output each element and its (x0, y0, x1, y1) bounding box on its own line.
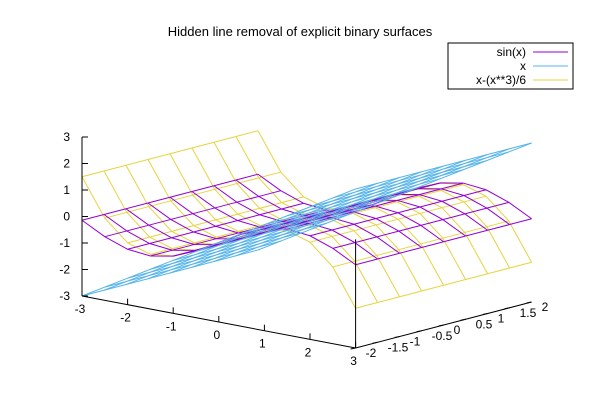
y-tick-mark (526, 301, 532, 304)
surface-line-x (104, 171, 281, 219)
z-tick-label: 0 (63, 210, 70, 224)
z-tick-label: -2 (59, 263, 70, 277)
y-tick-label: -1 (410, 335, 421, 349)
x-tick-label: 0 (213, 328, 220, 342)
surface-line-x (104, 240, 281, 288)
y-tick-mark (372, 341, 378, 344)
y-tick-mark (504, 307, 510, 310)
y-tick-mark (460, 318, 466, 321)
y-tick-mark (394, 336, 400, 339)
surface-1 (81, 142, 532, 297)
z-tick-label: 1 (63, 183, 70, 197)
axes (81, 136, 532, 350)
z-tick-label: 2 (63, 157, 70, 171)
y-tick-mark (438, 324, 444, 327)
surface-line-x (104, 190, 281, 238)
surface-line-x (332, 201, 509, 249)
surface-line-x (309, 160, 487, 208)
surface-line-x (218, 196, 395, 243)
surface-line-x (173, 213, 350, 261)
surface-line-x (241, 187, 418, 235)
x-tick-label: -1 (166, 319, 177, 333)
y-tick-label: -1.5 (388, 340, 409, 354)
surface-line-x (309, 189, 487, 237)
y-tick-label: 1.5 (520, 306, 537, 320)
z-tick-label: -3 (59, 289, 70, 303)
legend-label: x (520, 59, 526, 73)
y-tick-mark (416, 330, 422, 333)
surface-line-x (81, 130, 259, 178)
y-tick-label: 0.5 (476, 317, 493, 331)
legend: sin(x)xx-(x**3)/6 (447, 42, 574, 90)
surface-line-x (81, 173, 259, 221)
y-tick-mark (482, 313, 488, 316)
x-tick-label: -3 (75, 302, 86, 316)
chart-title: Hidden line removal of explicit binary s… (168, 24, 433, 39)
x-tick-label: 2 (305, 345, 312, 359)
z-tick-label: 3 (63, 130, 70, 144)
surface-line-x (355, 142, 532, 190)
surface-line-x (355, 218, 532, 266)
surface-line-x (355, 261, 532, 309)
surface-line-x (264, 178, 441, 226)
surface-line-x (127, 231, 304, 279)
x-tick-label: 1 (259, 337, 266, 351)
y-tick-label: 2 (542, 300, 549, 314)
legend-label: x-(x**3)/6 (476, 73, 526, 87)
y-tick-label: 1 (498, 312, 505, 326)
y-tick-label: 0 (454, 323, 461, 337)
x-tick-label: 3 (350, 354, 357, 368)
y-tick-label: -2 (366, 346, 377, 360)
surface-line-x (287, 169, 464, 217)
surface-line-x (127, 202, 304, 250)
surfaces (81, 130, 533, 309)
y-tick-label: -0.5 (432, 329, 453, 343)
surface-line-x (81, 249, 259, 297)
surface-line-x (195, 204, 373, 252)
surface-line-x (150, 222, 327, 270)
surface-line-x (332, 151, 509, 199)
y-tick-mark (350, 347, 356, 350)
x-tick-label: -2 (120, 311, 131, 325)
z-tick-label: -1 (59, 236, 70, 250)
legend-label: sin(x) (497, 45, 526, 59)
surface-line-x (332, 220, 509, 268)
